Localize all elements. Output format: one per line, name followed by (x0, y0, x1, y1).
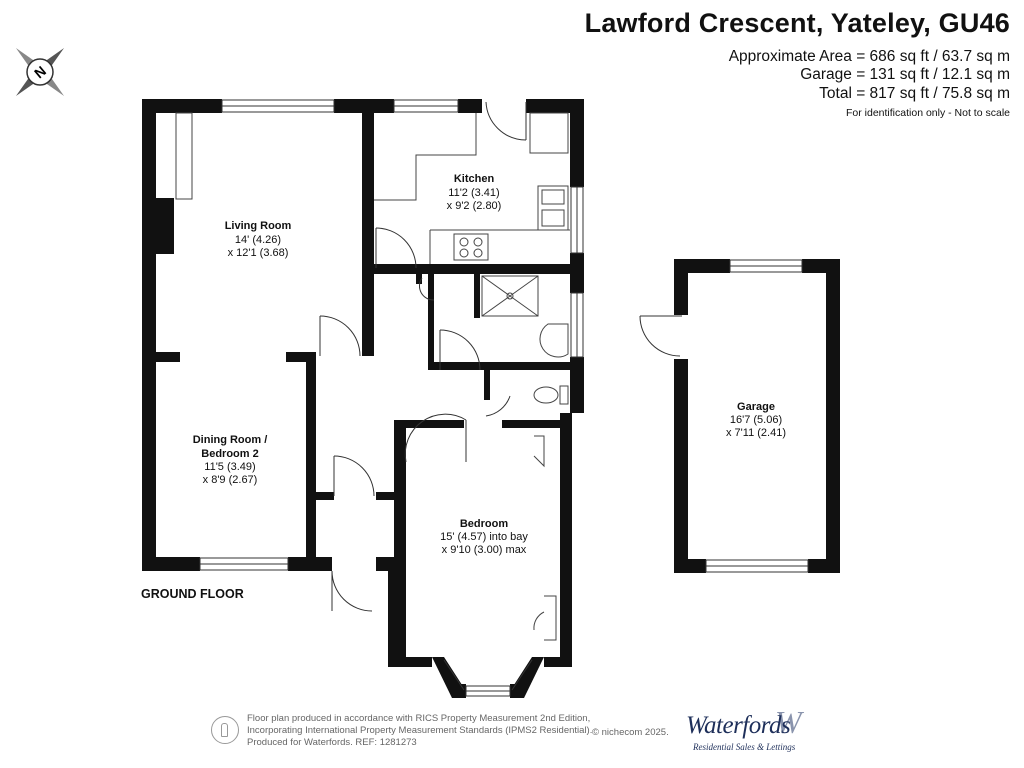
compass-icon: N (15, 47, 65, 97)
room-name: Garage (737, 401, 775, 413)
room-dimension: x 12'1 (3.68) (228, 247, 289, 259)
kitchen-fittings (175, 112, 570, 264)
room-dimension: x 9'2 (2.80) (447, 200, 502, 212)
room-kitchen-label: Kitchen 11'2 (3.41) x 9'2 (2.80) (447, 173, 502, 212)
door-swings (319, 101, 527, 612)
person-icon (211, 716, 239, 744)
room-dimension: 14' (4.26) (235, 234, 281, 246)
brand-mark: W (775, 704, 802, 740)
brand-logo: Waterfords (686, 712, 791, 739)
approximate-area: Approximate Area = 686 sq ft / 63.7 sq m (728, 48, 1010, 65)
room-name: Living Room (225, 220, 292, 232)
garage-walls (674, 259, 840, 573)
page-title: Lawford Crescent, Yateley, GU46 (584, 8, 1010, 38)
room-name: Bedroom 2 (201, 448, 258, 460)
room-dimension: 11'5 (3.49) (204, 461, 255, 473)
room-dimension: x 9'10 (3.00) max (442, 544, 527, 556)
scale-note: For identification only - Not to scale (846, 107, 1010, 119)
brand-tagline: Residential Sales & Lettings (693, 742, 796, 752)
room-name: Dining Room / (193, 434, 268, 446)
room-dimension: 16'7 (5.06) (730, 414, 782, 426)
room-dimension: 11'2 (3.41) (448, 187, 499, 199)
copyright: © nichecom 2025. (592, 727, 669, 738)
total-area: Total = 817 sq ft / 75.8 sq m (819, 85, 1010, 102)
room-dining-label: Dining Room / Bedroom 2 11'5 (3.49) x 8'… (193, 434, 268, 486)
footer-line: Incorporating International Property Mea… (247, 725, 593, 736)
footer-line: Floor plan produced in accordance with R… (247, 713, 591, 724)
windows (199, 99, 584, 697)
room-dimension: x 7'11 (2.41) (726, 427, 786, 439)
room-garage-label: Garage 16'7 (5.06) x 7'11 (2.41) (726, 401, 786, 439)
footer-line: Produced for Waterfords. REF: 1281273 (247, 737, 417, 748)
room-living-label: Living Room 14' (4.26) x 12'1 (3.68) (225, 220, 292, 259)
garage-openings (639, 259, 809, 573)
garage-area: Garage = 131 sq ft / 12.1 sq m (800, 66, 1010, 83)
floor-label: GROUND FLOOR (141, 587, 244, 601)
room-dimension: 15' (4.57) into bay (440, 531, 528, 543)
footer-disclaimer: Floor plan produced in accordance with R… (247, 713, 592, 749)
interior-walls (156, 113, 570, 665)
room-name: Bedroom (460, 518, 509, 530)
room-name: Kitchen (454, 173, 495, 185)
bathroom-fittings (481, 275, 569, 641)
room-bedroom-label: Bedroom 15' (4.57) into bay x 9'10 (3.00… (440, 518, 528, 556)
room-dimension: x 8'9 (2.67) (203, 474, 258, 486)
